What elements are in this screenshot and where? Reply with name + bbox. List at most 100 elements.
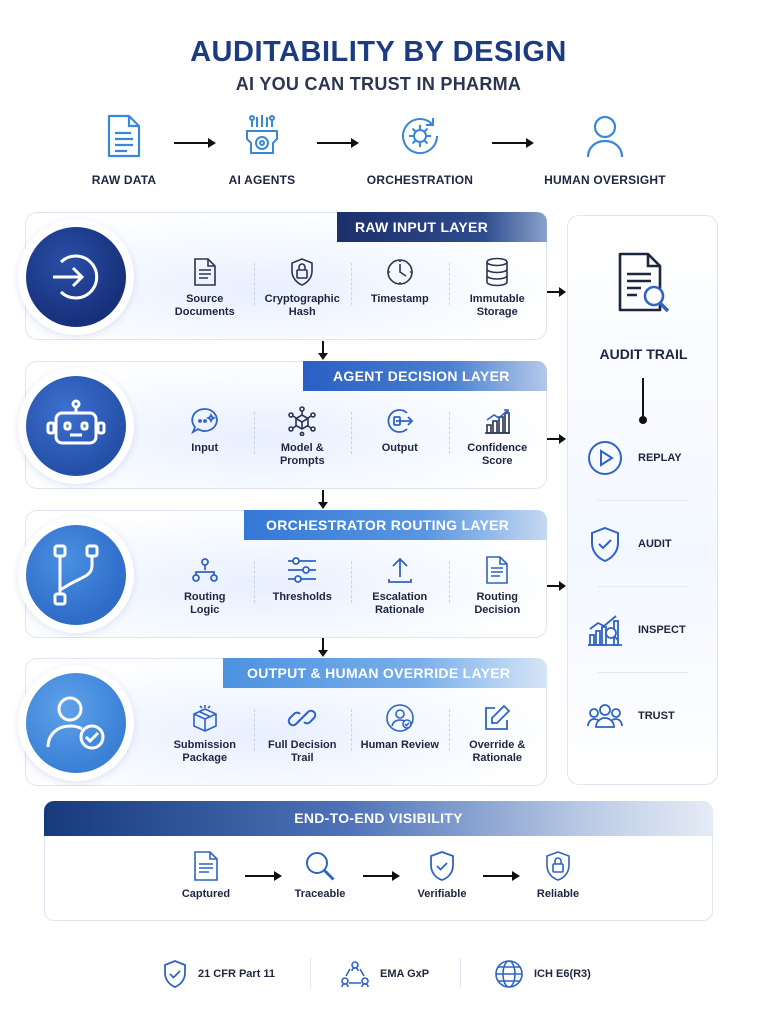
divider [598,672,688,673]
audit-item-label: AUDIT [638,538,672,550]
shield-check-icon [430,851,454,881]
arrow-down-icon [318,490,328,509]
visibility-label: Verifiable [417,888,467,900]
flow-label: HUMAN OVERSIGHT [544,173,666,187]
flow-item-raw-data: RAW DATA [54,113,194,187]
document-icon [107,114,141,158]
compliance-ich-e6: ICH E6(R3) [494,958,591,990]
arrow-right-icon [245,871,282,881]
arrow-right-icon [483,871,520,881]
compliance-21-cfr: 21 CFR Part 11 [162,958,275,990]
chat-bubble-icon [190,408,218,435]
flow-item-ai-agents: AI AGENTS [192,113,332,187]
chart-search-icon [588,615,622,646]
user-verified-icon [385,704,414,732]
layer-header: OUTPUT & HUMAN OVERRIDE LAYER [223,658,547,688]
magnifier-icon [306,852,335,881]
item-label-line1: Timestamp [370,293,429,305]
gear-cycle-icon [402,118,438,155]
visibility-item-verifiable: Verifiable [397,850,487,900]
flow-label: RAW DATA [91,173,157,187]
lock-shield-icon [546,851,570,881]
output-arrow-icon [387,409,414,433]
arrow-right-icon [547,434,566,444]
edit-icon [485,704,511,730]
ai-chip-icon [246,115,278,154]
compliance-ema-gxp: EMA GxP [340,958,429,990]
item-label-line1: Cryptographic [264,293,340,305]
audit-item-label: TRUST [638,710,675,722]
item-label-line2: Prompts [279,455,325,467]
audit-item-replay: REPLAY [586,438,706,478]
item-label-line2: Rationale [374,604,425,616]
network-people-icon [341,961,369,988]
login-arrow-icon [53,254,99,300]
divider [598,586,688,587]
arrow-right-icon [492,138,534,148]
clock-icon [386,259,413,285]
divider [310,958,311,988]
link-icon [288,709,317,727]
layer-item-timestamp: Timestamp [351,253,449,333]
sliders-icon [288,557,317,583]
shield-check-icon [164,960,186,988]
item-label-line1: Human Review [360,739,439,751]
document-search-icon [618,252,670,313]
compliance-label: ICH E6(R3) [534,968,591,980]
box-icon [192,705,217,732]
flow-item-orchestration: ORCHESTRATION [350,113,490,187]
item-label-line1: Model & [280,442,324,454]
layer-header: RAW INPUT LAYER [337,212,547,242]
item-label-line1: Routing [183,591,226,603]
person-icon [586,115,624,158]
branch-icon [53,544,99,606]
layer-header: ORCHESTRATOR ROUTING LAYER [244,510,547,540]
timeline-connector [639,378,647,424]
layer-icon-badge [18,219,134,335]
audit-trail-panel: AUDIT TRAIL REPLAY AUDIT INSPECT TRUST [567,215,718,785]
visibility-label: Traceable [294,888,346,900]
page-title: AUDITABILITY BY DESIGN [190,36,567,68]
item-label-line1: Immutable [469,293,525,305]
compliance-label: EMA GxP [380,968,430,980]
visibility-label: Captured [181,888,231,900]
page-subtitle: AI YOU CAN TRUST IN PHARMA [235,74,522,94]
audit-item-label: INSPECT [638,624,686,636]
layer-icon-badge [18,517,134,633]
item-label-line1: Output [381,442,418,454]
item-label-line1: Full Decision [268,739,337,751]
layer-item-input: Input [156,402,254,482]
arrow-right-icon [174,138,216,148]
item-label-line2: Rationale [472,752,522,764]
upload-icon [387,557,412,583]
audit-trail-title: AUDIT TRAIL [599,346,688,362]
layer-agent-decision: AGENT DECISION LAYER Input Model &Prompt… [18,361,547,489]
layer-output-human-override: OUTPUT & HUMAN OVERRIDE LAYER Submission… [18,658,547,786]
visibility-item-traceable: Traceable [275,850,365,900]
arrow-right-icon [547,287,566,297]
audit-item-trust: TRUST [586,696,706,736]
visibility-label: Reliable [536,888,580,900]
arrow-down-icon [318,638,328,657]
user-check-icon [46,696,105,750]
layer-header: AGENT DECISION LAYER [303,361,547,391]
arrow-right-icon [547,581,566,591]
layer-item-output: Output [351,402,449,482]
document-icon [486,556,509,584]
item-label-line2: Score [481,455,513,467]
visibility-header: END-TO-END VISIBILITY [44,801,713,836]
layer-item-model-prompts: Model &Prompts [253,402,352,482]
document-icon [193,258,216,286]
team-icon [587,704,623,728]
item-label-line2: Package [182,752,228,764]
shield-check-icon [591,526,619,563]
